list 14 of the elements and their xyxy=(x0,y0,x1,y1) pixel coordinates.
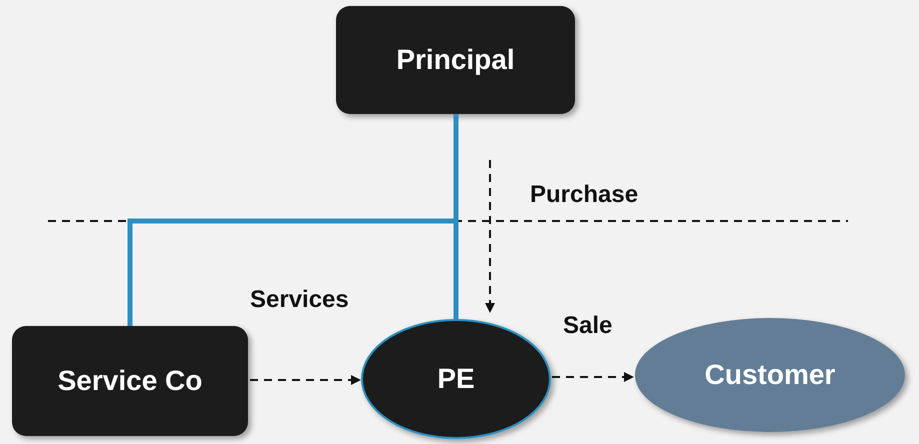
node-label: Service Co xyxy=(58,365,202,397)
entity-box xyxy=(336,6,575,114)
entity-ellipse xyxy=(635,318,905,432)
entity-ellipse xyxy=(361,319,551,439)
entity-box xyxy=(12,326,248,436)
edge-label: Purchase xyxy=(530,181,638,209)
edge-label: Services xyxy=(250,286,349,314)
node-label: PE xyxy=(437,363,475,395)
dashed-arrow xyxy=(552,372,634,382)
dashed-arrow xyxy=(250,375,361,385)
dashed-arrow xyxy=(485,160,495,313)
node-label: Customer xyxy=(704,359,836,391)
edge-label: Sale xyxy=(563,312,612,340)
node-label: Principal xyxy=(396,44,515,76)
